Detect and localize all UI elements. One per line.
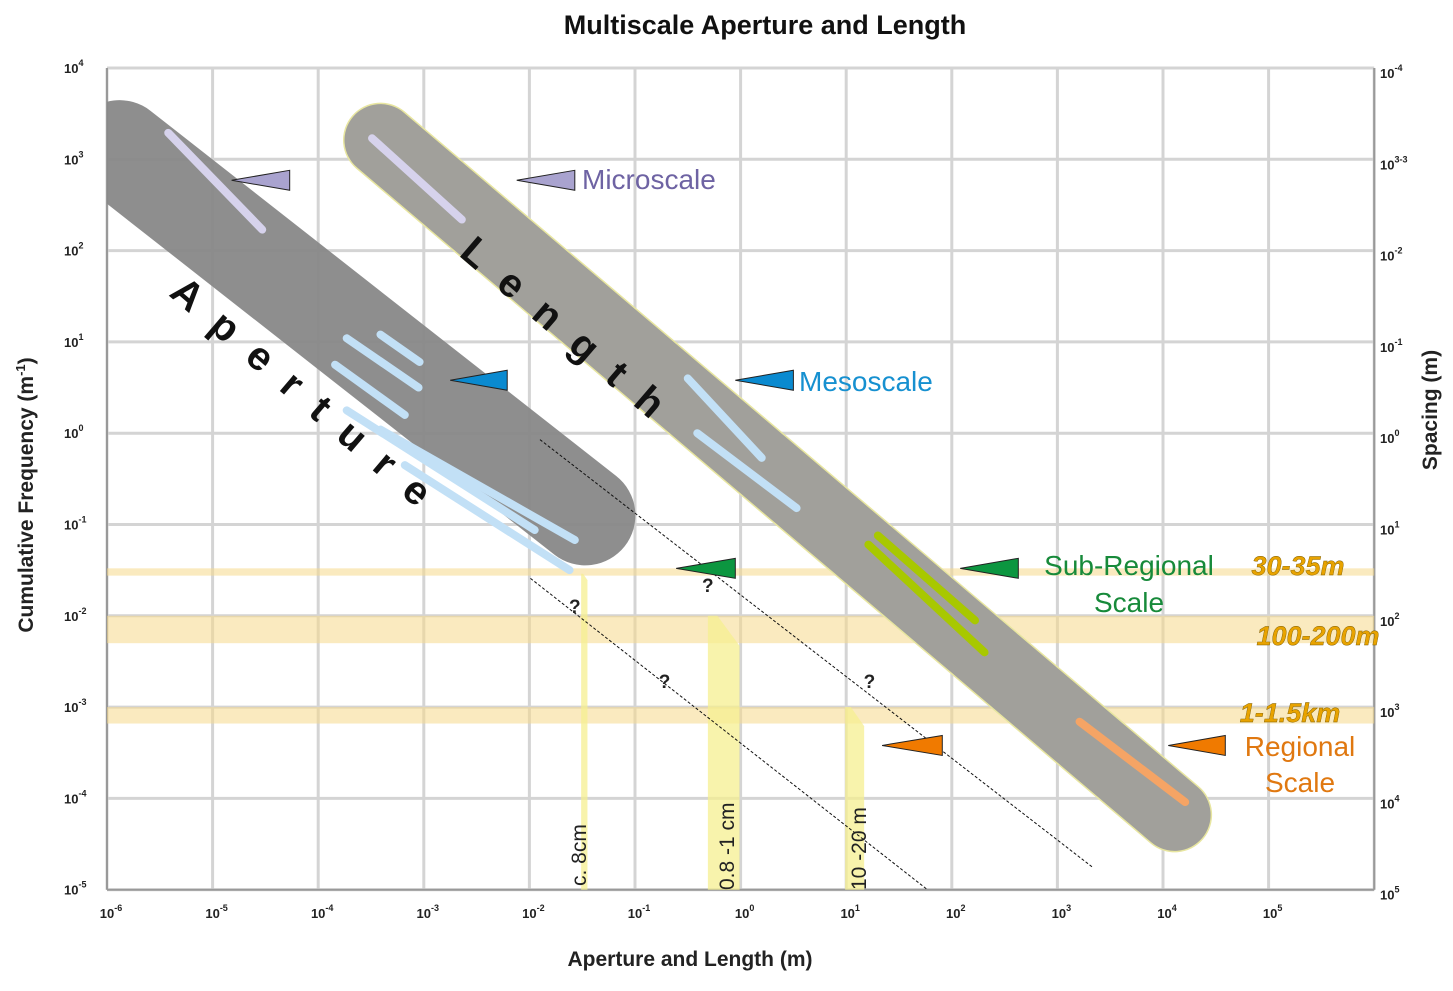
y-axis-title: Cumulative Frequency (m-1) [13, 357, 38, 632]
spacing-band [107, 615, 1375, 644]
x-tick-label: 104 [1157, 903, 1176, 921]
aperture-bar [845, 707, 865, 890]
meso-segment [400, 461, 574, 575]
y2-tick-label: 10-4 [1380, 63, 1402, 81]
meso-segment [331, 360, 409, 419]
grid [105, 66, 1376, 892]
triangle-marker-icon [516, 169, 576, 191]
x-tick-label: 105 [1263, 903, 1282, 921]
sub-regional-segment [864, 540, 989, 657]
dashed-trend-line [530, 577, 928, 891]
triangle-marker-icon [882, 734, 943, 757]
question-mark: ? [569, 597, 581, 618]
y-tick-label: 10-3 [64, 697, 86, 715]
triangle-marker-icon [1168, 734, 1226, 757]
meso-segment [683, 374, 766, 462]
y2-axis-title: Spacing (m) [1419, 350, 1442, 470]
triangle-marker-icon [676, 557, 736, 579]
y-tick-label: 104 [64, 58, 83, 76]
spacing-band [107, 568, 1375, 576]
bar-label-8cm: c. 8cm [568, 824, 591, 886]
y-tick-label: 103 [64, 149, 83, 167]
question-mark: ? [659, 672, 671, 693]
question-marks: ???? [569, 576, 875, 693]
label-microscale: Microscale [582, 164, 716, 195]
aperture-band [107, 100, 636, 566]
scale-bands [107, 100, 1213, 853]
x-tick-labels: 10-6 10-5 10-4 10-3 10-2 10-1 100 101 102 103 104 1… [100, 903, 1283, 921]
x-tick-label: 100 [735, 903, 754, 921]
question-mark: ? [864, 672, 876, 693]
bar-label-10-20m: 10 -20 m [848, 807, 871, 890]
aperture-bars [581, 573, 865, 890]
segments [164, 128, 1190, 807]
y2-tick-label: 100 [1380, 428, 1399, 446]
chart-title: Multiscale Aperture and Length [564, 10, 967, 40]
triangle-marker-icon [450, 369, 508, 391]
x-tick-label: 102 [946, 903, 965, 921]
meso-segment [376, 425, 579, 545]
y2-tick-label: 105 [1380, 885, 1399, 903]
meso-segment [693, 429, 801, 513]
range-label-30-35m: 30-35m [1251, 551, 1344, 581]
spacing-band [107, 707, 1375, 724]
x-tick-label: 10-6 [100, 903, 122, 921]
y-tick-labels: 104 103 102 101 100 10-1 10-2 10-3 10-4 10-5 [64, 58, 86, 898]
y2-tick-labels: 10-4 103-3 10-2 10-1 100 101 102 103 104 105 [1380, 63, 1407, 903]
triangle-marker-icon [231, 169, 291, 191]
x-tick-label: 10-5 [205, 903, 227, 921]
y2-tick-label: 103 [1380, 702, 1399, 720]
y-tick-label: 101 [64, 332, 83, 350]
dashed-trend-line [539, 439, 1094, 869]
y-tick-label: 100 [64, 423, 83, 441]
y-tick-label: 10-4 [64, 788, 86, 806]
label-subregional-1: Sub-Regional [1044, 550, 1214, 581]
y2-tick-label: 104 [1380, 793, 1399, 811]
meso-segment [376, 330, 424, 366]
y-tick-label: 10-5 [64, 880, 86, 898]
length-band [344, 104, 1211, 851]
triangle-marker-icon [960, 557, 1019, 579]
meso-segment [342, 334, 423, 392]
y2-tick-label: 101 [1380, 520, 1399, 538]
x-tick-label: 103 [1052, 903, 1071, 921]
markers [231, 169, 1226, 757]
y-tick-label: 102 [64, 241, 83, 259]
y-tick-label: 10-1 [64, 515, 86, 533]
sub-regional-segment [873, 531, 980, 625]
range-label-100-200m: 100-200m [1256, 621, 1379, 651]
micro-segment [368, 134, 466, 224]
dashed-lines [530, 439, 1094, 891]
y2-tick-label: 102 [1380, 611, 1399, 629]
label-subregional-2: Scale [1094, 587, 1164, 618]
y2-tick-label: 10-1 [1380, 337, 1402, 355]
question-mark: ? [702, 576, 714, 597]
x-axis-title: Aperture and Length (m) [568, 948, 813, 971]
label-regional-2: Scale [1265, 767, 1335, 798]
x-tick-label: 101 [840, 903, 859, 921]
y-tick-label: 10-2 [64, 606, 86, 624]
y2-tick-label: 103-3 [1380, 154, 1407, 172]
x-tick-label: 10-3 [417, 903, 439, 921]
regional-segment [1075, 717, 1190, 807]
micro-segment [164, 128, 267, 234]
x-tick-label: 10-4 [311, 903, 333, 921]
label-regional-1: Regional [1245, 731, 1356, 762]
y2-tick-label: 10-2 [1380, 246, 1402, 264]
aperture-bar [707, 615, 740, 890]
bar-label-0.8-1cm: 0.8 -1 cm [716, 802, 739, 890]
aperture-bar [581, 573, 588, 890]
x-tick-label: 10-1 [628, 903, 650, 921]
label-mesoscale: Mesoscale [799, 366, 933, 397]
x-tick-label: 10-2 [522, 903, 544, 921]
range-label-1-1.5km: 1-1.5km [1240, 698, 1341, 728]
triangle-marker-icon [735, 369, 794, 391]
